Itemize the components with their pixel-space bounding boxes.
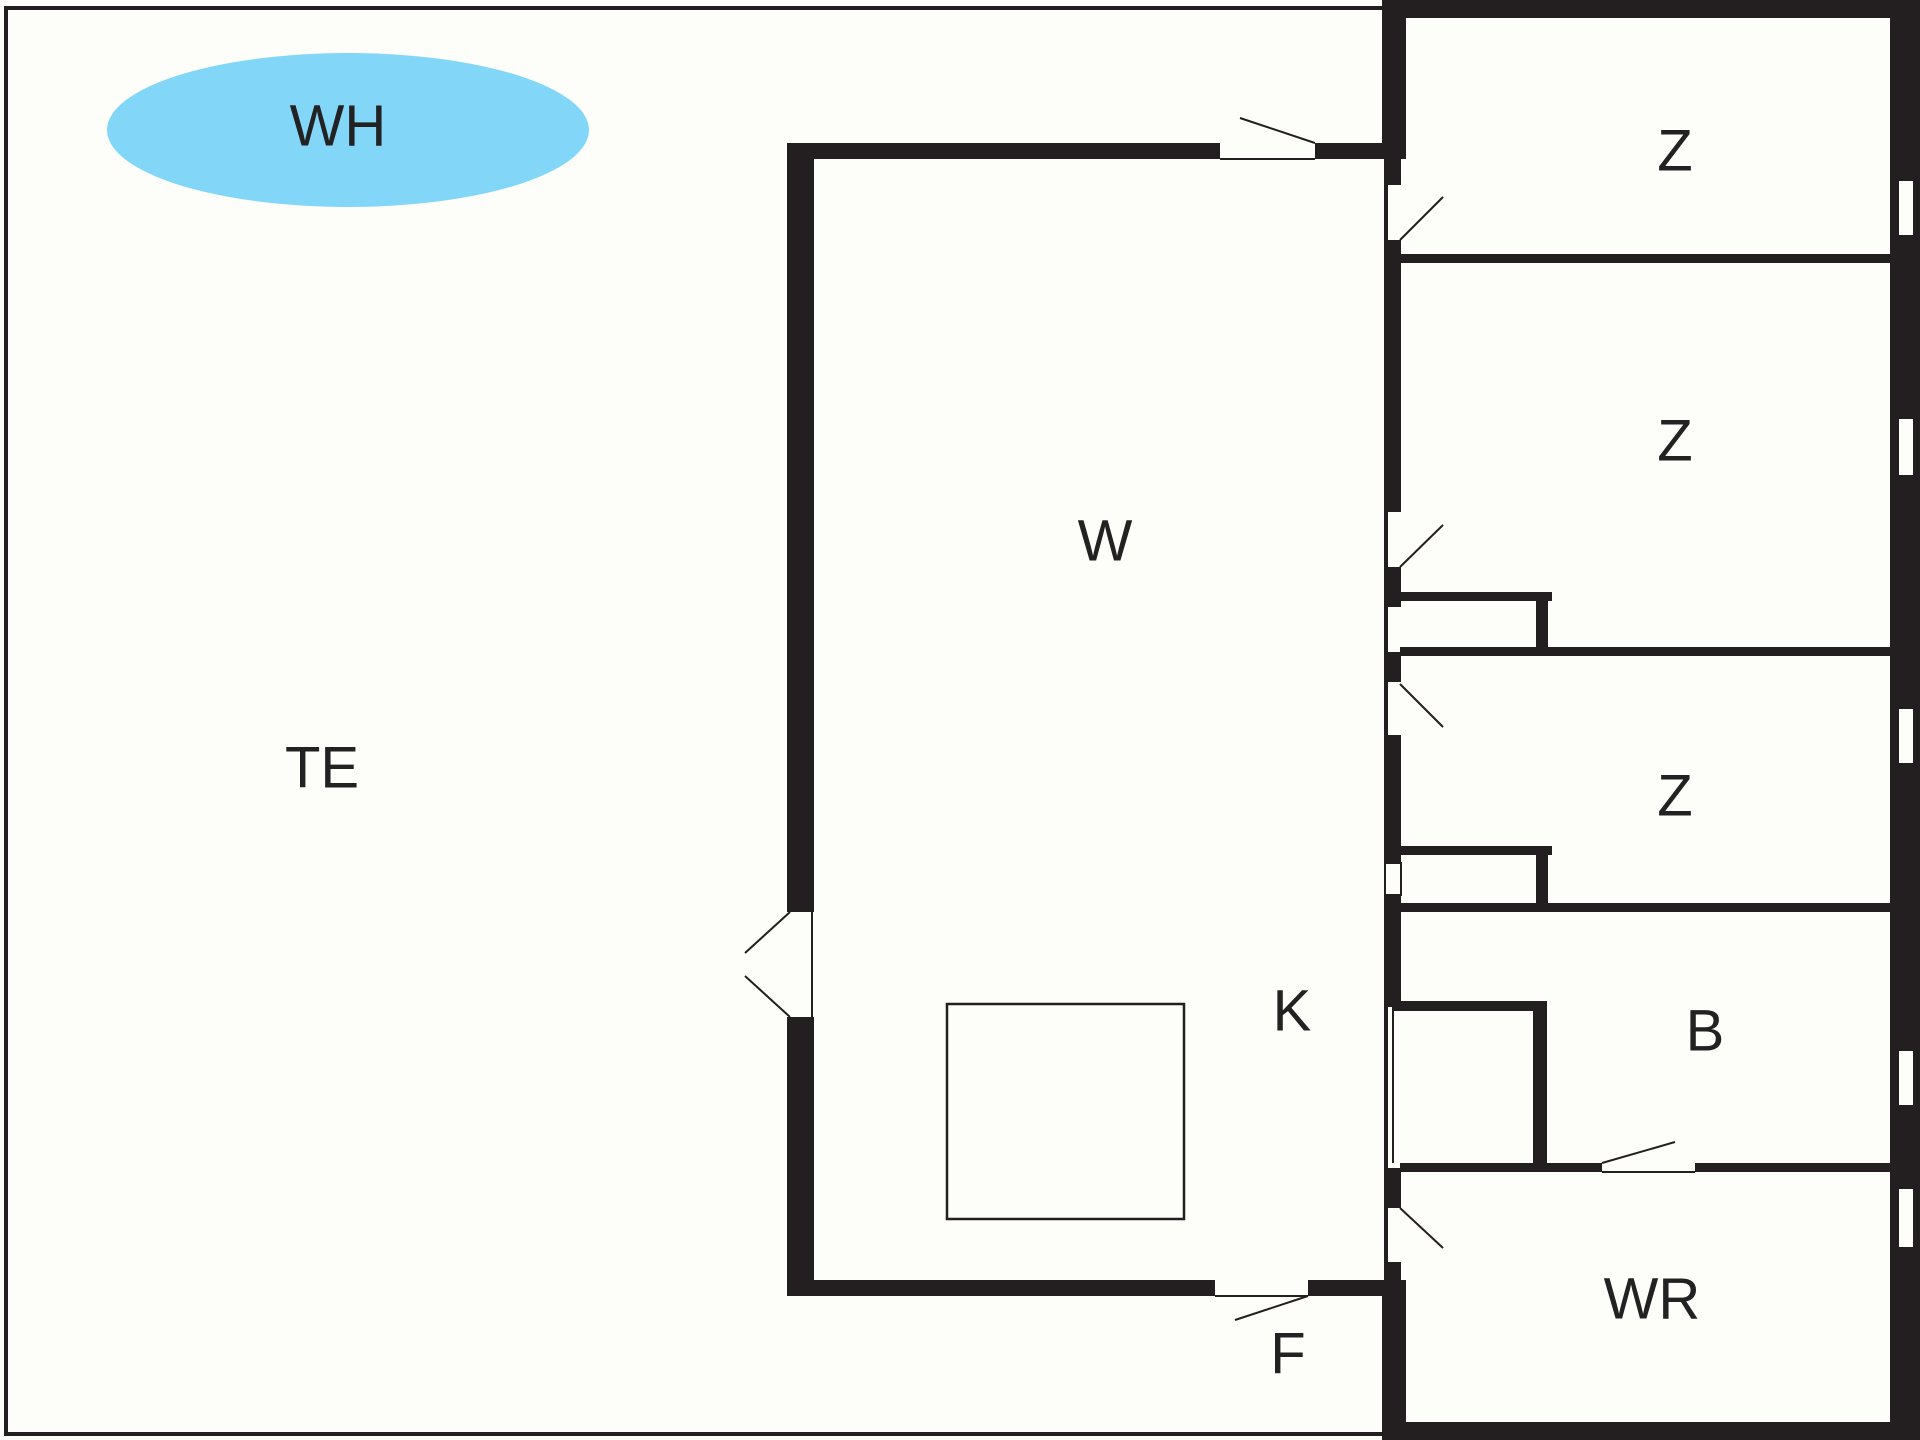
wall-recess-side xyxy=(1533,1001,1547,1171)
wall-bedroom1-bottom xyxy=(1400,254,1890,263)
wall-bedroom3-bottom xyxy=(1400,903,1890,912)
wall-bath-bottom-left xyxy=(1400,1163,1602,1172)
wall-closet3-top xyxy=(1400,846,1552,855)
wall-block-bottom xyxy=(1382,1422,1920,1440)
door-terrace-upper xyxy=(744,911,791,954)
door-living-top xyxy=(1239,117,1316,144)
label-living: W xyxy=(1078,508,1133,573)
window-bedroom3 xyxy=(1897,707,1915,765)
label-bedroom-2: Z xyxy=(1657,408,1692,473)
terrace-outline xyxy=(4,6,1388,1436)
label-hot-tub: WH xyxy=(290,93,387,158)
door-bathroom xyxy=(1601,1141,1676,1164)
window-utility xyxy=(1897,1187,1915,1249)
wall-corridor-f xyxy=(1388,895,1401,1007)
wall-corridor-g xyxy=(1388,1168,1401,1208)
wall-block-left-upper xyxy=(1382,0,1406,159)
windows xyxy=(1897,179,1915,1249)
label-utility: WR xyxy=(1604,1266,1701,1331)
door-bedroom2 xyxy=(1399,524,1444,568)
wall-living-left-lower xyxy=(787,1017,814,1295)
wall-corridor-b xyxy=(1388,240,1401,512)
corridor-marker xyxy=(1384,862,1402,896)
door-front-entry xyxy=(1234,1295,1309,1321)
label-bedroom-3: Z xyxy=(1657,763,1692,828)
wall-living-bottom-left xyxy=(787,1280,1215,1296)
door-terrace-lower xyxy=(744,975,791,1018)
wall-corridor-c xyxy=(1388,567,1401,607)
door-bedroom1 xyxy=(1399,196,1444,241)
label-front-entry: F xyxy=(1270,1321,1305,1386)
label-terrace: TE xyxy=(285,735,359,800)
wall-corridor-h xyxy=(1388,1262,1401,1292)
wall-bath-bottom-right xyxy=(1695,1163,1890,1172)
hot-tub-shape xyxy=(107,53,589,207)
label-bathroom: B xyxy=(1686,998,1725,1063)
kitchen-island xyxy=(945,1002,1186,1221)
label-bedroom-1: Z xyxy=(1657,118,1692,183)
wall-corridor-d xyxy=(1388,652,1401,682)
wall-block-top xyxy=(1382,0,1920,18)
wall-closet2-top xyxy=(1400,592,1552,601)
door-bedroom3 xyxy=(1399,683,1444,728)
wall-living-top-left xyxy=(787,143,1220,159)
wall-recess-top xyxy=(1392,1001,1544,1011)
label-kitchen: K xyxy=(1273,978,1312,1043)
wall-corridor-e xyxy=(1388,735,1401,863)
window-bedroom1 xyxy=(1897,179,1915,237)
window-bathroom xyxy=(1897,1049,1915,1107)
wall-corridor-a xyxy=(1388,155,1401,185)
door-utility xyxy=(1399,1207,1444,1249)
wall-closet3-side xyxy=(1536,846,1548,908)
wall-living-bottom-right xyxy=(1308,1280,1385,1296)
wall-closet2-side xyxy=(1536,592,1548,652)
wall-bedroom2-bottom xyxy=(1400,647,1890,656)
wall-living-top-right xyxy=(1315,143,1395,159)
door-swings xyxy=(744,117,1695,1321)
wall-block-left-lower xyxy=(1382,1280,1406,1440)
room-labels: WH TE W K Z Z Z B WR F xyxy=(285,93,1724,1386)
window-bedroom2 xyxy=(1897,417,1915,477)
wall-living-left-upper xyxy=(787,143,814,912)
